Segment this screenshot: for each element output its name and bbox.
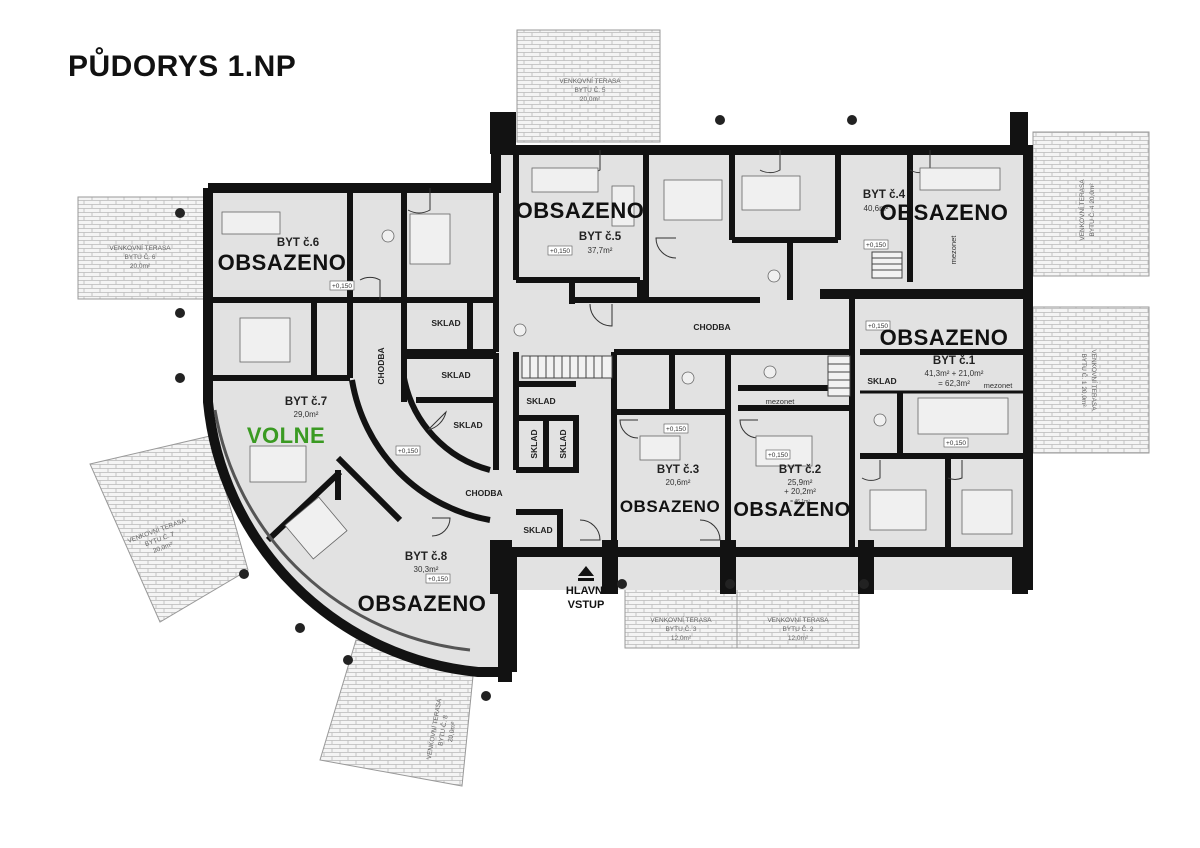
apt8-area: 30,3m² [414, 565, 439, 574]
terrace-apt6-area: 20,0m² [130, 263, 151, 270]
corridor-label-right: CHODBA [693, 322, 730, 332]
wall-stubs [490, 112, 1028, 682]
svg-text:+0,150: +0,150 [866, 242, 886, 249]
apt7-name: BYT č.7 [285, 396, 327, 408]
storage-label: SKLAD [867, 376, 896, 386]
terrace-apt8-area: 20,0m² [447, 721, 458, 743]
apt3-area: 20,6m² [666, 478, 691, 487]
doors [359, 150, 963, 541]
apt1-status: OBSAZENO [880, 325, 1009, 350]
apt2-area-total: = 46,1m² [790, 499, 810, 505]
terrace-apt2-area: 12,0m² [788, 635, 809, 642]
mezonet-label: mezonet [949, 235, 958, 265]
terrace-apt1-sub: BYTU Č. 1 20,0m² [1080, 353, 1089, 407]
terrace-apt5: VENKOVNÍ TERASA BYTU Č. 5 20,0m² [516, 29, 661, 143]
storage-label: SKLAD [558, 429, 568, 458]
storage-label: SKLAD [441, 370, 470, 380]
terrace-apt6-label: VENKOVNÍ TERASA [109, 243, 171, 252]
apt2-area: 25,9m² [788, 478, 813, 487]
terrace-apt8: VENKOVNÍ TERASA BYTU Č. 8 20,0m² [319, 639, 475, 787]
svg-text:+0,150: +0,150 [428, 576, 448, 583]
apt4-name: BYT č.4 [863, 189, 906, 201]
entrance-arrow-icon [578, 566, 594, 581]
terrace-apt5-label: VENKOVNÍ TERASA [559, 76, 621, 85]
apt6-name: BYT č.6 [277, 237, 319, 249]
terrace-apt6-sub: BYTU Č. 6 [124, 252, 155, 261]
apt1-area-total: = 62,3m² [938, 379, 970, 388]
apt2-area-2: + 20,2m² [784, 487, 816, 496]
svg-text:+0,150: +0,150 [550, 248, 570, 255]
storage-label: SKLAD [529, 429, 539, 458]
terrace-apt5-sub: BYTU Č. 5 [574, 85, 605, 94]
mezonet-label: mezonet [766, 397, 796, 406]
page-title: PŮDORYS 1.NP [68, 50, 297, 83]
svg-text:+0,150: +0,150 [768, 452, 788, 459]
apt5-area: 37,7m² [588, 246, 613, 255]
entrance-label-2: VSTUP [568, 599, 605, 611]
terrace-apt6: VENKOVNÍ TERASA BYTU Č. 6 20,0m² [77, 196, 207, 300]
entrance-label: HLAVNÍ [566, 584, 607, 597]
storage-label: SKLAD [526, 396, 555, 406]
terrace-apt4: VENKOVNÍ TERASA BYTU Č. 4 20,0m² [1032, 131, 1150, 277]
svg-text:+0,150: +0,150 [666, 426, 686, 433]
apt6-status: OBSAZENO [218, 250, 347, 275]
apt8-name: BYT č.8 [405, 551, 448, 563]
level-marks: +0,150 +0,150 +0,150 +0,150 +0,150 +0,15… [329, 239, 969, 584]
terrace-apt7: VENKOVNÍ TERASA BYTU Č. 7 20,0m² [89, 435, 249, 623]
apt1-area: 41,3m² + 21,0m² [925, 369, 984, 378]
terrace-apt2-label: VENKOVNÍ TERASA [767, 615, 829, 624]
apt3-status: OBSAZENO [620, 497, 720, 516]
storage-label: SKLAD [431, 318, 460, 328]
storage-label: SKLAD [453, 420, 482, 430]
apt4-area: 40,6m² [864, 204, 889, 213]
svg-text:+0,150: +0,150 [332, 283, 352, 290]
apt8-status: OBSAZENO [358, 591, 487, 616]
apt2-status: OBSAZENO [733, 499, 850, 521]
svg-text:+0,150: +0,150 [868, 323, 888, 330]
terrace-apt3-sub: BYTU Č. 3 [665, 624, 696, 633]
apt7-status: VOLNE [247, 423, 325, 448]
terrace-apt1: VENKOVNÍ TERASA BYTU Č. 1 20,0m² [1032, 306, 1150, 454]
mezonet-label: mezonet [984, 381, 1014, 390]
apt5-status: OBSAZENO [516, 198, 645, 223]
apt4-status: OBSAZENO [880, 200, 1009, 225]
svg-text:+0,150: +0,150 [398, 448, 418, 455]
curved-corridor-walls [213, 377, 491, 652]
apt1-name: BYT č.1 [933, 355, 976, 367]
corridor-label-left: CHODBA [376, 347, 386, 384]
corridor-label-bottom: CHODBA [465, 488, 502, 498]
storage-label: SKLAD [523, 525, 552, 535]
apt3-name: BYT č.3 [657, 464, 699, 476]
stairs [521, 251, 903, 397]
svg-text:+0,150: +0,150 [946, 440, 966, 447]
terrace-apt2-sub: BYTU Č. 2 [782, 624, 813, 633]
terrace-apt4-label: VENKOVNÍ TERASA [1077, 179, 1086, 241]
terrace-apt5-area: 20,0m² [580, 96, 601, 103]
interior-walls [208, 150, 1028, 552]
apt7-area: 29,0m² [294, 410, 319, 419]
exterior-posts [175, 115, 869, 701]
terrace-apt3-label: VENKOVNÍ TERASA [650, 615, 712, 624]
terrace-apt4-sub: BYTU Č. 4 20,0m² [1087, 183, 1096, 237]
terrace-apt1-label: VENKOVNÍ TERASA [1090, 349, 1099, 411]
apt2-name: BYT č.2 [779, 464, 821, 476]
terrace-apt3-area: 12,0m² [671, 635, 692, 642]
apt5-name: BYT č.5 [579, 231, 622, 243]
furniture [221, 167, 1013, 560]
